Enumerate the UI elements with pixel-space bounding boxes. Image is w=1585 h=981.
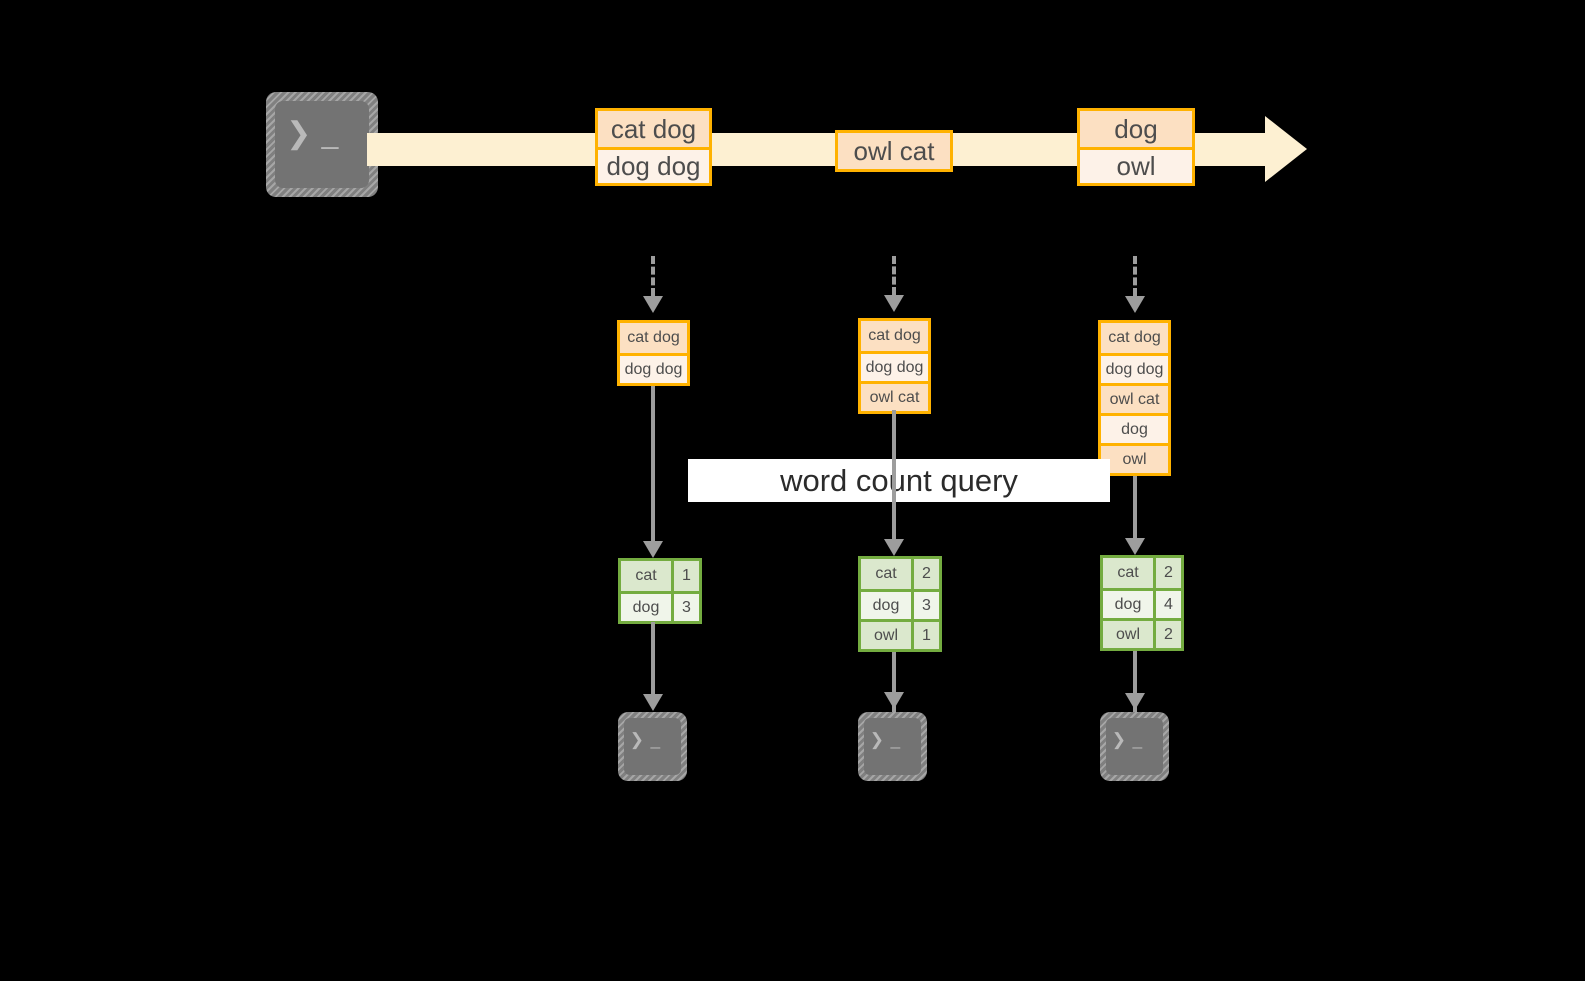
- stream-to-snapshot-connector: [651, 256, 655, 296]
- record-line: dog dog: [598, 147, 709, 183]
- query-banner: word count query: [688, 459, 1110, 502]
- input-line: dog dog: [861, 351, 928, 381]
- stream-record-3: dog owl: [1077, 108, 1195, 186]
- record-line: owl cat: [838, 133, 950, 169]
- terminal-prompt: ❯ _: [1111, 730, 1144, 750]
- result-row: dog 3: [621, 591, 699, 621]
- stream-record-2: owl cat: [835, 130, 953, 172]
- result-count: 2: [911, 559, 939, 589]
- result-count: 1: [671, 561, 699, 591]
- stream-to-snapshot-connector: [1133, 256, 1137, 296]
- terminal-screen: [1106, 718, 1163, 775]
- result-count: 3: [911, 592, 939, 619]
- stream-to-snapshot-arrowhead: [1125, 296, 1145, 313]
- result-row: cat 2: [1103, 558, 1181, 588]
- input-line: cat dog: [620, 323, 687, 353]
- input-line: owl: [1101, 443, 1168, 473]
- terminal-screen: [624, 718, 681, 775]
- input-line: dog dog: [1101, 353, 1168, 383]
- source-terminal-icon: ❯ _: [266, 92, 378, 197]
- input-line: cat dog: [861, 321, 928, 351]
- result-word: owl: [861, 622, 911, 649]
- result-row: owl 1: [861, 619, 939, 649]
- snapshot-1-to-sink-arrowhead: [643, 694, 663, 711]
- result-row: dog 3: [861, 589, 939, 619]
- snapshot-3-result-table: cat 2 dog 4 owl 2: [1100, 555, 1184, 651]
- result-word: dog: [621, 594, 671, 621]
- result-row: dog 4: [1103, 588, 1181, 618]
- result-count: 4: [1153, 591, 1181, 618]
- snapshot-2-input-table: cat dog dog dog owl cat: [858, 318, 931, 414]
- snapshot-1-to-sink-connector: [651, 622, 655, 694]
- stream-record-1: cat dog dog dog: [595, 108, 712, 186]
- input-line: cat dog: [1101, 323, 1168, 353]
- record-line: owl: [1080, 147, 1192, 183]
- snapshot-3-to-sink-connector: [1133, 651, 1137, 722]
- result-word: owl: [1103, 621, 1153, 648]
- terminal-prompt: ❯ _: [629, 730, 662, 750]
- snapshot-3-to-result-connector: [1133, 476, 1137, 538]
- result-count: 2: [1153, 621, 1181, 648]
- stream-to-snapshot-arrowhead: [643, 296, 663, 313]
- result-count: 1: [911, 622, 939, 649]
- result-row: owl 2: [1103, 618, 1181, 648]
- result-word: dog: [1103, 591, 1153, 618]
- event-stream-arrowhead: [1265, 116, 1307, 182]
- result-word: cat: [621, 561, 671, 591]
- result-word: dog: [861, 592, 911, 619]
- stream-to-snapshot-arrowhead: [884, 295, 904, 312]
- snapshot-1-input-table: cat dog dog dog: [617, 320, 690, 386]
- snapshot-3-to-result-arrowhead: [1125, 538, 1145, 555]
- snapshot-1-sink-terminal-icon: ❯ _: [618, 712, 687, 781]
- record-line: dog: [1080, 111, 1192, 147]
- result-count: 2: [1153, 558, 1181, 588]
- input-line: owl cat: [861, 381, 928, 411]
- snapshot-1-to-result-connector: [651, 386, 655, 541]
- input-line: dog: [1101, 413, 1168, 443]
- result-count: 3: [671, 594, 699, 621]
- terminal-screen: [864, 718, 921, 775]
- snapshot-3-to-sink-arrowhead: [1125, 693, 1145, 710]
- snapshot-2-sink-terminal-icon: ❯ _: [858, 712, 927, 781]
- snapshot-3-input-table: cat dog dog dog owl cat dog owl: [1098, 320, 1171, 476]
- result-word: cat: [861, 559, 911, 589]
- snapshot-2-result-table: cat 2 dog 3 owl 1: [858, 556, 942, 652]
- snapshot-3-sink-terminal-icon: ❯ _: [1100, 712, 1169, 781]
- snapshot-2-to-sink-arrowhead: [884, 692, 904, 709]
- terminal-prompt: ❯ _: [286, 117, 340, 151]
- input-line: owl cat: [1101, 383, 1168, 413]
- snapshot-2-to-result-connector: [892, 410, 896, 539]
- snapshot-1-result-table: cat 1 dog 3: [618, 558, 702, 624]
- result-word: cat: [1103, 558, 1153, 588]
- snapshot-2-to-result-arrowhead: [884, 539, 904, 556]
- record-line: cat dog: [598, 111, 709, 147]
- query-label: word count query: [780, 462, 1018, 498]
- terminal-screen: [275, 101, 369, 188]
- input-line: dog dog: [620, 353, 687, 383]
- result-row: cat 2: [861, 559, 939, 589]
- result-row: cat 1: [621, 561, 699, 591]
- stream-to-snapshot-connector: [892, 256, 896, 295]
- snapshot-2-to-sink-connector: [892, 652, 896, 722]
- snapshot-1-to-result-arrowhead: [643, 541, 663, 558]
- terminal-prompt: ❯ _: [869, 730, 902, 750]
